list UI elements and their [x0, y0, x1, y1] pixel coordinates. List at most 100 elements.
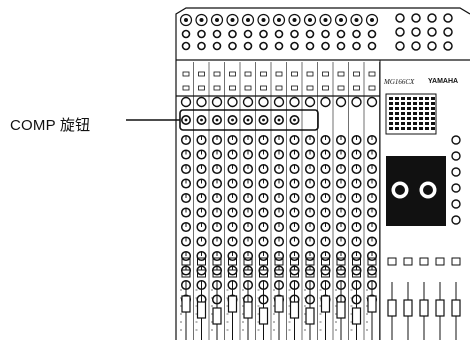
eq-knob-icon	[211, 236, 223, 247]
eq-knob-icon	[351, 236, 362, 247]
effect-knob-inner-icon	[423, 185, 433, 195]
switch-icon	[353, 71, 360, 77]
comp-knob-icon	[243, 115, 254, 126]
eq-knob-icon	[227, 236, 238, 247]
eq-knob-icon	[366, 134, 378, 146]
meter-led	[407, 122, 411, 125]
channel-strip	[195, 13, 210, 340]
output-jack-icon	[443, 27, 453, 37]
eq-knob-icon	[289, 250, 300, 262]
on-button-icon	[367, 269, 377, 278]
eq-knob-icon	[211, 134, 223, 146]
eq-knob-icon	[242, 250, 254, 262]
switch-icon	[291, 85, 298, 91]
eq-knob-icon	[304, 207, 316, 218]
meter-led	[419, 102, 423, 105]
comp-knob-center-icon	[246, 118, 250, 122]
xlr-input-icon	[288, 13, 301, 27]
on-button-icon	[243, 269, 253, 278]
switch-icon	[198, 85, 205, 91]
gain-knob-icon	[258, 96, 269, 108]
master-knob-icon	[451, 151, 461, 161]
jack-input-icon	[274, 29, 284, 39]
channel-strip	[350, 13, 365, 340]
eq-knob-icon	[242, 163, 254, 175]
switch-icon	[322, 85, 329, 91]
meter-led	[401, 117, 405, 120]
eq-knob-icon	[304, 192, 316, 204]
eq-knob-icon	[320, 149, 331, 160]
fader-cap-icon	[351, 307, 362, 325]
eq-knob-icon	[258, 134, 269, 146]
mute-button-icon	[212, 257, 222, 266]
eq-knob-icon	[242, 207, 254, 218]
channel-strip	[319, 13, 334, 340]
master-fader-cap-icon	[387, 299, 397, 317]
channel-strips	[179, 13, 380, 340]
master-section	[379, 13, 461, 340]
eq-knob-icon	[320, 163, 331, 175]
meter-led	[425, 97, 429, 100]
meter-led	[401, 102, 405, 105]
mute-button-icon	[352, 257, 361, 266]
channel-strip	[303, 13, 318, 340]
meter-led	[395, 117, 399, 120]
meter-led	[425, 127, 429, 130]
eq-knob-icon	[227, 250, 238, 262]
eq-knob-icon	[335, 192, 347, 204]
eq-knob-icon	[211, 221, 223, 233]
jack-input-icon	[321, 29, 330, 39]
meter-led	[389, 117, 393, 120]
master-button-icon	[403, 257, 413, 266]
on-button-icon	[212, 269, 222, 278]
on-button-icon	[228, 269, 237, 278]
jack-input-icon	[243, 41, 253, 51]
xlr-input-icon	[350, 13, 363, 27]
meter-led	[431, 102, 435, 105]
jack-input-icon	[367, 41, 377, 51]
eq-knob-icon	[366, 163, 378, 175]
eq-knob-icon	[304, 163, 316, 175]
master-knob-icon	[451, 199, 461, 209]
eq-knob-icon	[258, 207, 269, 218]
comp-knob-center-icon	[200, 118, 203, 122]
comp-knob-center-icon	[215, 118, 219, 122]
mute-button-icon	[181, 257, 191, 266]
eq-knob-icon	[351, 250, 362, 262]
eq-knob-icon	[227, 192, 238, 204]
meter-led	[401, 97, 405, 100]
eq-knob-icon	[258, 163, 269, 175]
xlr-input-icon	[226, 13, 239, 27]
fader-cap-icon	[289, 301, 300, 319]
eq-knob-icon	[335, 221, 347, 233]
eq-knob-icon	[366, 149, 378, 160]
mute-button-icon	[321, 257, 330, 266]
output-jack-icon	[411, 27, 421, 37]
meter-led	[419, 117, 423, 120]
meter-led	[431, 127, 435, 130]
jack-input-icon	[305, 41, 315, 51]
eq-knob-icon	[227, 221, 238, 233]
fader-cap-icon	[196, 301, 207, 319]
meter-led	[425, 117, 429, 120]
gain-knob-icon	[196, 96, 207, 108]
fader-cap-icon	[336, 301, 346, 319]
comp-knob-center-icon	[231, 118, 234, 122]
xlr-pin-icon	[230, 18, 235, 22]
fader-cap-icon	[258, 307, 269, 325]
on-button-icon	[321, 269, 330, 278]
meter-led	[419, 122, 423, 125]
xlr-pin-icon	[215, 18, 219, 22]
eq-knob-icon	[258, 178, 269, 189]
comp-knob-icon	[196, 115, 207, 126]
eq-knob-icon	[273, 163, 285, 175]
channel-strip	[365, 13, 380, 340]
eq-knob-icon	[227, 163, 238, 175]
eq-knob-icon	[227, 134, 238, 146]
meter-led	[431, 117, 435, 120]
channel-strip	[210, 13, 225, 340]
output-jack-icon	[443, 41, 453, 51]
eq-knob-icon	[351, 163, 362, 175]
mute-button-icon	[243, 257, 253, 266]
